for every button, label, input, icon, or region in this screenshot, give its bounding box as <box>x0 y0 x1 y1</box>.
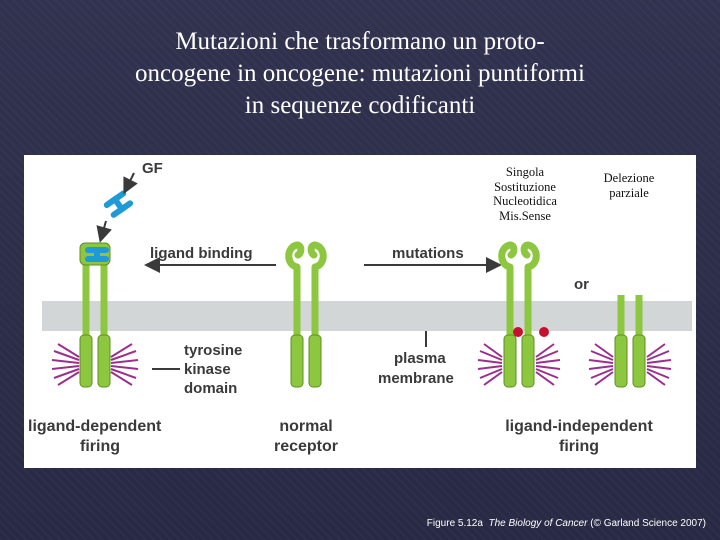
note-missense-line-3: Nucleotidica <box>493 194 557 208</box>
note-deletion-line-2: parziale <box>609 185 649 200</box>
title-line-3: in sequenze codificanti <box>244 92 476 119</box>
label-or: or <box>574 276 589 293</box>
label-kinase: kinase <box>184 361 231 378</box>
receptor-diagram: GF ligand binding tyrosine kinase domain <box>28 160 692 455</box>
figure-panel: GF ligand binding tyrosine kinase domain <box>24 155 696 468</box>
label-firing-left: firing <box>80 438 120 455</box>
signal-burst-left-icon <box>51 343 139 386</box>
label-domain: domain <box>184 380 237 397</box>
slide-title: Mutazioni che trasformano un proto- onco… <box>40 26 680 122</box>
signal-burst-deletion-icon <box>588 343 672 386</box>
mutation-dot-icon <box>539 327 549 337</box>
ligand-bound-icon <box>85 247 109 262</box>
label-plasma: plasma <box>394 350 446 367</box>
receptor-point-mutation <box>498 241 549 388</box>
signal-burst-mutant-icon <box>477 343 561 386</box>
binding-arrow-icon <box>96 220 112 243</box>
label-mutations: mutations <box>392 245 464 262</box>
figure-caption: Figure 5.12a The Biology of Cancer (© Ga… <box>427 518 706 529</box>
note-deletion: Delezione parziale <box>584 171 674 200</box>
label-gf: GF <box>142 160 163 177</box>
label-firing-right: firing <box>559 438 599 455</box>
note-missense: Singola Sostituzione Nucleotidica Mis.Se… <box>470 165 580 223</box>
receptor-partial-deletion <box>614 295 646 388</box>
label-tyrosine: tyrosine <box>184 342 242 359</box>
label-membrane: membrane <box>378 370 454 387</box>
label-ligand-independent: ligand-independent <box>505 418 653 435</box>
title-line-1: Mutazioni che trasformano un proto- <box>175 28 545 55</box>
note-missense-line-4: Mis.Sense <box>499 208 551 223</box>
note-missense-line-2: Sostituzione <box>494 179 556 194</box>
caption-book-title: The Biology of Cancer <box>488 518 588 529</box>
caption-figure-number: Figure 5.12a <box>426 518 483 529</box>
note-missense-line-1: Singola <box>505 165 545 179</box>
label-ligand-binding: ligand binding <box>150 245 252 262</box>
ligand-free-icon <box>103 190 134 218</box>
label-normal: normal <box>279 418 332 435</box>
gf-arrow-icon <box>123 172 138 195</box>
label-receptor: receptor <box>274 438 338 455</box>
caption-credit: (© Garland Science 2007) <box>590 518 706 529</box>
receptor-normal <box>285 241 327 388</box>
note-deletion-line-1: Delezione <box>603 171 655 185</box>
title-line-2: oncogene in oncogene: mutazioni puntifor… <box>135 60 585 87</box>
label-ligand-dependent: ligand-dependent <box>28 418 162 435</box>
mutation-dot-icon <box>513 327 523 337</box>
plasma-membrane-band <box>42 301 692 331</box>
